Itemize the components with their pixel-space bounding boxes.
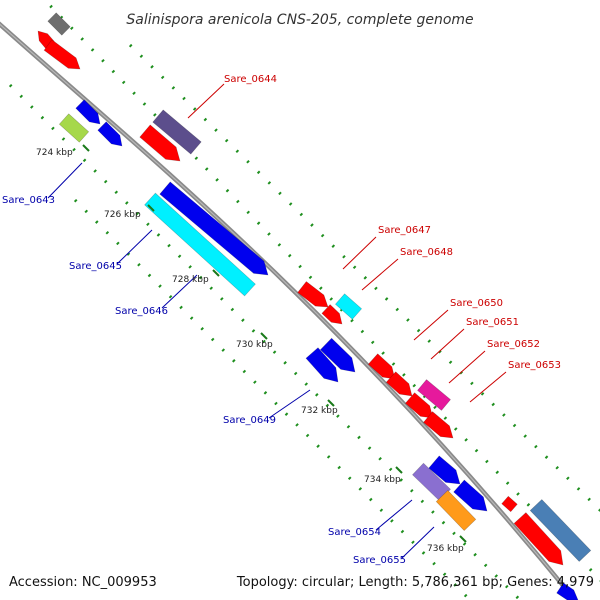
gene-label-sare-0643[interactable]: Sare_0643 [2,195,55,206]
tick-mark-3 [260,332,268,340]
gene-label-sare-0644[interactable]: Sare_0644 [224,74,277,85]
genome-backbone-highlight [0,23,576,600]
leader-line-sare-0652 [448,350,486,384]
tick-mark-6 [459,535,467,543]
gene-orange-0655 [435,489,477,532]
leader-line-sare-0644 [187,83,225,119]
gene-label-sare-0647[interactable]: Sare_0647 [378,225,431,236]
gene-label-sare-0652[interactable]: Sare_0652 [487,339,540,350]
tick-label-736: 736 kbp [427,544,464,554]
accession-text: Accession: NC_009953 [9,575,157,590]
gene-red-bottom [513,512,564,566]
tick-mark-5 [395,466,403,474]
gene-lightgreen [58,113,90,143]
gene-cyan-0648 [334,293,363,320]
gene-label-sare-0646[interactable]: Sare_0646 [115,306,168,317]
tick-mark-2 [212,269,220,277]
gene-red-0653 [423,411,454,439]
gene-features [37,12,592,600]
gene-label-sare-0655[interactable]: Sare_0655 [353,555,406,566]
gene-label-sare-0653[interactable]: Sare_0653 [508,360,561,371]
gene-red-0644 [139,124,181,162]
gene-blue-bottom [556,582,579,600]
dotted-guide-1 [8,83,522,600]
label-leaders [47,83,507,559]
gene-magenta-0652 [417,379,451,411]
tick-label-728: 728 kbp [172,275,209,285]
gene-blue-0649b [319,337,356,373]
leader-line-sare-0647 [342,236,377,270]
map-title: Salinispora arenicola CNS-205, complete … [126,12,473,28]
gene-blue-0643b [97,121,123,147]
tick-label-726: 726 kbp [104,210,141,220]
gene-blue-0643a [75,99,101,125]
tick-label-732: 732 kbp [301,406,338,416]
leader-line-sare-0655 [401,526,435,559]
leader-line-sare-0646 [161,274,198,309]
tick-label-730: 730 kbp [236,340,273,350]
gene-blue-0645 [159,181,269,276]
gene-steelblue-bottom [529,499,592,562]
leader-line-sare-0645 [116,229,153,265]
gene-cyan-0646 [144,192,256,297]
gene-red-0647b [321,304,343,325]
gene-label-sare-0648[interactable]: Sare_0648 [400,247,453,258]
gene-red-0651 [385,371,413,397]
gene-red-0652b [404,392,434,419]
tick-label-724: 724 kbp [36,148,73,158]
gene-blue-0649a [305,347,339,383]
dotted-guides [8,0,600,600]
topology-text: Topology: circular; Length: 5,786,361 bp… [236,575,594,590]
gene-label-sare-0645[interactable]: Sare_0645 [69,261,122,272]
gene-red-top-2 [43,39,81,70]
tick-label-734: 734 kbp [364,475,401,485]
leader-line-sare-0653 [469,371,507,403]
gene-label-sare-0654[interactable]: Sare_0654 [328,527,381,538]
gene-blue-0654b [453,479,488,512]
tick-mark-4 [327,399,335,407]
leader-line-sare-0654 [375,499,413,531]
tick-marks [82,144,467,543]
leader-line-sare-0649 [268,389,311,419]
gene-blue-0654a [428,455,461,485]
tick-mark-1 [147,204,155,212]
gene-lavender-0654 [412,462,451,502]
gene-label-sare-0651[interactable]: Sare_0651 [466,317,519,328]
leader-line-sare-0650 [413,309,449,341]
gene-red-0647 [297,281,329,308]
gene-label-sare-0649[interactable]: Sare_0649 [223,415,276,426]
gene-purple-0644 [152,109,202,155]
leader-line-sare-0651 [430,328,465,360]
gene-label-sare-0650[interactable]: Sare_0650 [450,298,503,309]
gene-red-small [501,495,518,513]
gene-gray-top [47,12,71,36]
tick-mark-0 [82,144,90,152]
gene-red-0650 [367,353,396,380]
leader-line-sare-0643 [47,162,83,199]
leader-line-sare-0648 [361,258,399,291]
